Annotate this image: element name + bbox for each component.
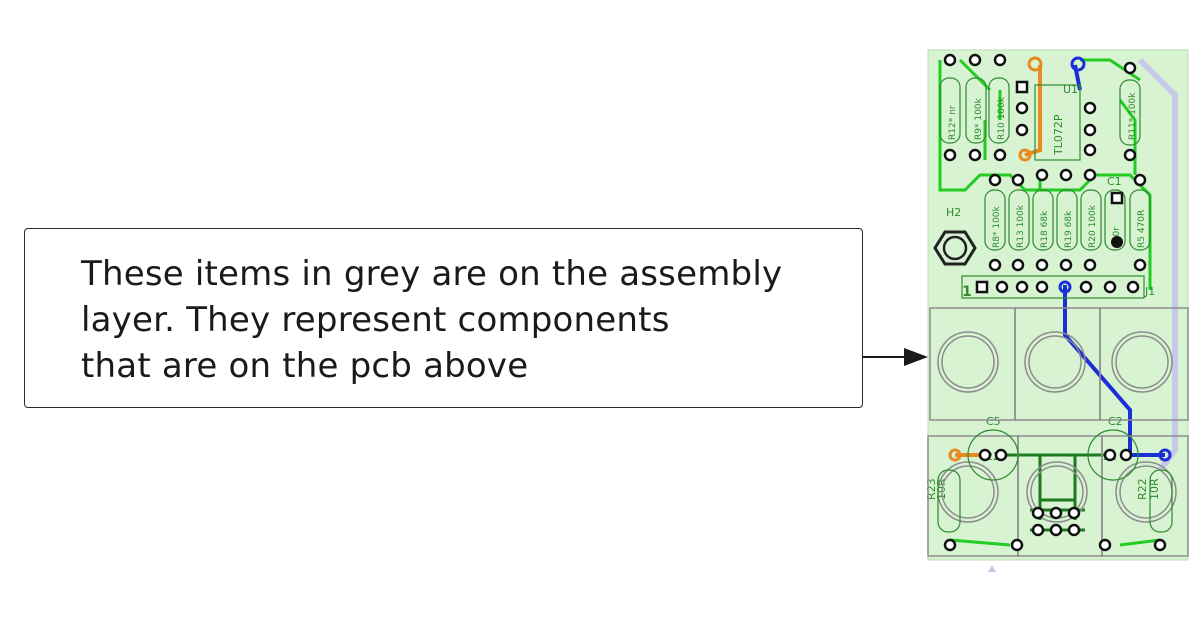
assembly-layer-pots	[927, 307, 1189, 557]
mounting-hole-h2	[933, 230, 977, 266]
r19-label: R19 68k	[1064, 210, 1074, 248]
c1-designator: C1	[1107, 175, 1122, 188]
r13-label: R13 100k	[1016, 204, 1026, 248]
pad-orange	[1018, 148, 1032, 162]
lower-silkscreen	[937, 429, 1173, 533]
callout-arrow	[863, 348, 928, 366]
callout-box: These items in grey are on the assembly …	[24, 228, 863, 408]
r23-designator: R23	[925, 478, 938, 500]
c2-designator: C2	[1108, 415, 1123, 428]
r10-label: R10 100k	[997, 96, 1007, 140]
header-j1	[961, 275, 1145, 299]
r12-label: R12* nr	[948, 105, 958, 140]
r5-label: R5 470R	[1137, 210, 1147, 248]
u1-designator: U1	[1063, 83, 1078, 96]
pcb-board	[927, 49, 1189, 572]
r22-designator: R22	[1136, 478, 1149, 500]
pin1-marker: 1	[962, 284, 972, 300]
resistor-outlines-top	[939, 77, 1151, 251]
r9-label: R9* 100k	[974, 97, 984, 140]
callout-line-1: These items in grey are on the assembly	[81, 254, 783, 294]
pcb-pads	[943, 53, 1147, 272]
j1-designator: J1	[1144, 285, 1155, 298]
callout-line-3: that are on the pcb above	[81, 346, 529, 386]
c5-designator: C5	[986, 415, 1001, 428]
callout-text: These items in grey are on the assembly …	[81, 251, 782, 389]
c1-pad	[1111, 236, 1123, 248]
callout-line-2: layer. They represent components	[81, 300, 670, 340]
pad-blue	[1070, 56, 1086, 72]
r18-label: R18 68k	[1040, 210, 1050, 248]
h2-designator: H2	[946, 206, 961, 219]
lower-pads	[943, 448, 1167, 552]
pad-blue	[1158, 448, 1172, 462]
r20-label: R20 100k	[1088, 204, 1098, 248]
pad-orange	[948, 448, 962, 462]
pad-blue	[1058, 280, 1072, 294]
silkscreen-designators: H2 C1 J1 U1 C5 C2 R23 R22 1	[925, 83, 1155, 500]
ic-label: TL072P	[1052, 114, 1065, 156]
pad-orange	[1027, 56, 1043, 72]
r22-value: 10R	[1148, 478, 1161, 500]
r11-label: R11* 100k	[1128, 92, 1138, 140]
r8-label: R8* 100k	[992, 205, 1002, 248]
